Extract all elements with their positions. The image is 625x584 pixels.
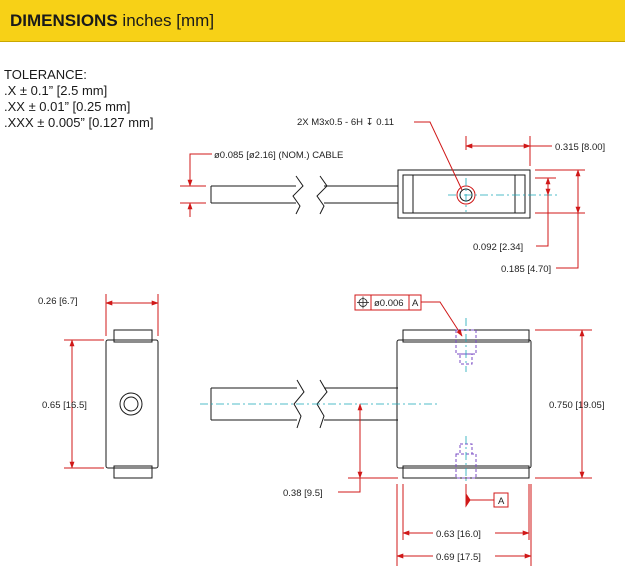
overall-width-label: 0.69 [17.5] bbox=[436, 552, 481, 563]
overall-width-label-bg bbox=[433, 550, 495, 562]
datum-a-label: A bbox=[498, 496, 505, 507]
tolerance-line-1: .X ± 0.1” [2.5 mm] bbox=[4, 83, 108, 98]
position-tolerance-frame bbox=[354, 294, 463, 337]
cable-offset-label: 0.38 [9.5] bbox=[283, 488, 323, 499]
top-view bbox=[210, 169, 531, 219]
position-tolerance-datum: A bbox=[412, 298, 419, 309]
header-title: DIMENSIONS inches [mm] bbox=[10, 11, 215, 30]
side-height-label: 0.65 [16.5] bbox=[42, 400, 87, 411]
tolerance-block: TOLERANCE: .X ± 0.1” [2.5 mm] .XX ± 0.01… bbox=[4, 67, 153, 131]
tolerance-line-3: .XXX ± 0.005” [0.127 mm] bbox=[4, 115, 154, 130]
body-width-label-bg bbox=[433, 527, 495, 539]
front-height-label: 0.750 [19.05] bbox=[549, 400, 604, 411]
cable-callout: ø0.085 [ø2.16] (NOM.) CABLE bbox=[214, 150, 343, 161]
position-tolerance-value: ø0.006 bbox=[374, 298, 404, 309]
top-centerlines bbox=[448, 178, 560, 212]
tolerance-line-2: .XX ± 0.01” [0.25 mm] bbox=[4, 99, 131, 114]
dimensions-header: DIMENSIONS inches [mm] bbox=[0, 0, 625, 42]
width-top-label: 0.315 [8.00] bbox=[555, 142, 605, 153]
top-dimensions bbox=[180, 121, 585, 269]
side-dimensions bbox=[64, 294, 159, 469]
datum-a-box bbox=[493, 492, 509, 508]
side-width-label: 0.26 [6.7] bbox=[38, 296, 78, 307]
body-width-label: 0.63 [16.0] bbox=[436, 529, 481, 540]
front-centerlines bbox=[200, 318, 467, 490]
side-view bbox=[105, 329, 159, 479]
thread-callout: 2X M3x0.5 - 6H ↧ 0.11 bbox=[297, 117, 394, 128]
front-dimensions bbox=[338, 329, 592, 566]
tolerance-title: TOLERANCE: bbox=[4, 67, 87, 82]
hole-offset-label: 0.092 [2.34] bbox=[473, 242, 523, 253]
height-top-label: 0.185 [4.70] bbox=[501, 264, 551, 275]
